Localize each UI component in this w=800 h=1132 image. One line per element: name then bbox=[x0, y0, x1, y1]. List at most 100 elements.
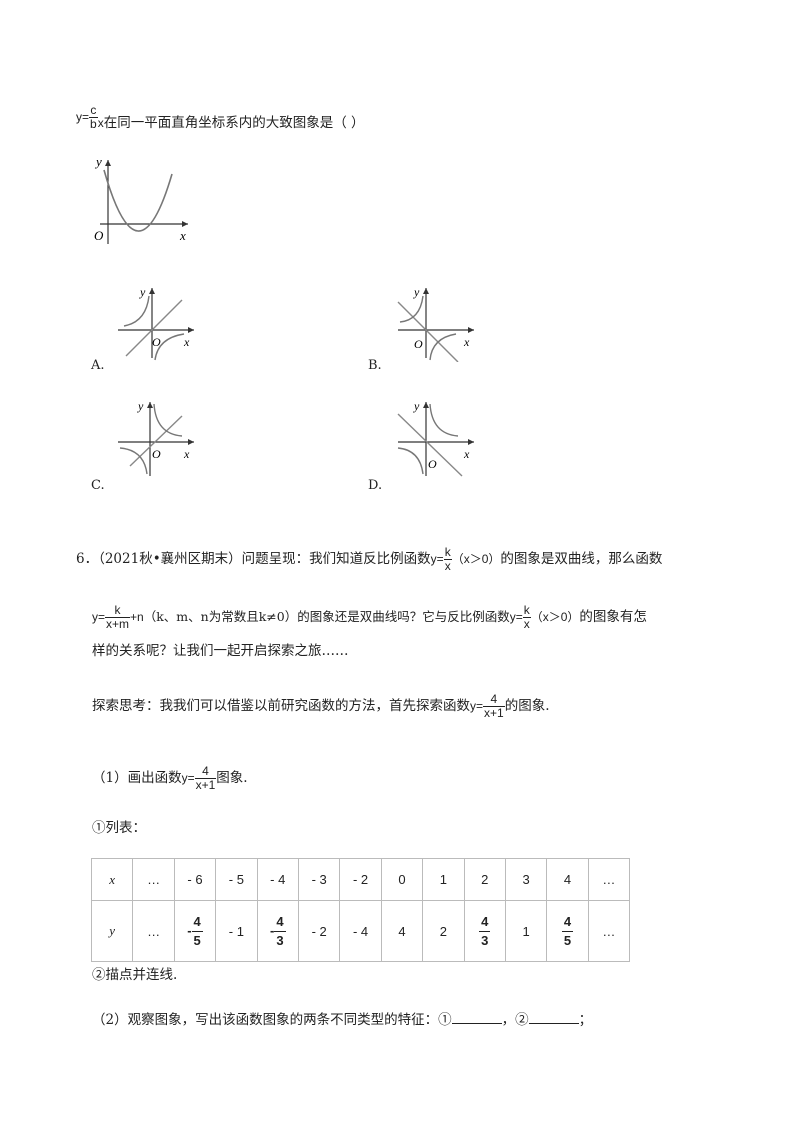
table-cell: - 6 bbox=[173, 858, 217, 901]
q6-f1-condition: （x＞0） bbox=[451, 552, 501, 566]
answer-blank-2[interactable] bbox=[528, 1011, 579, 1024]
q6-explore-end: 的图象. bbox=[504, 698, 550, 714]
minus-sign: - bbox=[269, 923, 275, 939]
table-cell: 4 bbox=[546, 858, 589, 901]
table-cell: - 5 bbox=[215, 858, 258, 901]
table-cell: - 4 bbox=[256, 858, 299, 901]
table-cell: 2 bbox=[463, 858, 506, 901]
b-axis-x-label: x bbox=[463, 335, 470, 349]
option-c-label[interactable]: C. bbox=[91, 478, 105, 493]
q6-f2-tail: +n bbox=[130, 610, 144, 624]
q5-origin-label: O bbox=[94, 228, 104, 243]
option-d-label[interactable]: D. bbox=[368, 478, 383, 493]
option-a-graph[interactable]: y x O bbox=[112, 282, 202, 362]
q6-part1-eq: y= bbox=[181, 771, 195, 785]
c-axis-x-label: x bbox=[183, 447, 190, 461]
q5-axis-x-label: x bbox=[179, 228, 186, 243]
table-cell: … bbox=[587, 900, 631, 962]
q6-f1-eq: y= bbox=[430, 552, 444, 566]
d-origin-label: O bbox=[428, 457, 437, 471]
table-cell: 2 bbox=[422, 900, 465, 962]
b-axis-y-label: y bbox=[413, 285, 420, 299]
a-axis-x-label: x bbox=[183, 335, 190, 349]
q6-part2: （2）观察图象，写出该函数图象的两条不同类型的特征：① ，② ； bbox=[92, 1010, 592, 1030]
q6-f2-eq: y= bbox=[92, 610, 106, 624]
q5-axis-y-label: y bbox=[94, 154, 102, 169]
c-origin-label: O bbox=[152, 447, 161, 461]
a-origin-label: O bbox=[152, 335, 161, 349]
table-cell: 3 bbox=[504, 858, 548, 901]
c-axis-y-label: y bbox=[137, 399, 144, 413]
table-cell: … bbox=[132, 858, 175, 901]
q6-explore-text: 探索思考：我我们可以借鉴以前研究函数的方法，首先探索函数 bbox=[92, 698, 470, 714]
option-b-label[interactable]: B. bbox=[368, 358, 382, 373]
table-cell: … bbox=[132, 900, 175, 962]
b-origin-label: O bbox=[414, 337, 423, 351]
table-cell: - 3 bbox=[297, 858, 341, 901]
q5-lead-var: x bbox=[97, 116, 104, 130]
q6-f3-condition: （x＞0） bbox=[530, 610, 580, 624]
value-table: x … - 6 - 5 - 4 - 3 - 2 0 1 2 3 4 … y …-… bbox=[90, 858, 631, 962]
minus-sign: - bbox=[187, 923, 192, 939]
table-cell-y-label: y bbox=[90, 900, 134, 962]
q6-part1-end: 图象. bbox=[216, 770, 248, 786]
q5-parabola-graph: y x O bbox=[94, 154, 188, 244]
table-cell: … bbox=[587, 858, 631, 901]
q6-step2: ②描点并连线. bbox=[92, 967, 178, 983]
option-c-graph[interactable]: y x O bbox=[112, 398, 202, 478]
a-axis-y-label: y bbox=[139, 285, 146, 299]
q6-part2-text: （2）观察图象，写出该函数图象的两条不同类型的特征：① bbox=[92, 1012, 452, 1028]
q6-part2-end: ； bbox=[578, 1012, 593, 1028]
q6-line1-end: 的图象是双曲线，那么函数 bbox=[500, 551, 663, 567]
q6-number: 6． bbox=[76, 551, 99, 567]
q6-part2-sep: ，② bbox=[501, 1012, 529, 1028]
q6-step1: ①列表： bbox=[92, 820, 146, 836]
answer-blank-1[interactable] bbox=[451, 1011, 502, 1024]
table-cell: - 1 bbox=[215, 900, 258, 962]
table-cell: 4 bbox=[380, 900, 424, 962]
d-axis-y-label: y bbox=[413, 399, 420, 413]
q6-line3: 样的关系呢？让我们一起开启探索之旅…… bbox=[92, 643, 349, 659]
option-a-label[interactable]: A. bbox=[91, 358, 105, 373]
option-d-graph[interactable]: y x O bbox=[392, 398, 482, 478]
table-row-x: x … - 6 - 5 - 4 - 3 - 2 0 1 2 3 4 … bbox=[90, 858, 631, 901]
d-axis-x-label: x bbox=[463, 447, 470, 461]
table-cell: 0 bbox=[380, 858, 424, 901]
table-cell-x-label: x bbox=[90, 858, 134, 901]
q6-f3-eq: y= bbox=[509, 610, 523, 624]
table-cell: - 2 bbox=[297, 900, 341, 962]
table-cell: 1 bbox=[504, 900, 548, 962]
q6-line2-mid: （k、m、n为常数且k≠0）的图象还是双曲线吗？它与反比例函数 bbox=[143, 609, 510, 624]
q6-source: （2021秋•襄州区期末）问题呈现：我们知道反比例函数 bbox=[98, 551, 431, 567]
q6-part1-pre: （1）画出函数 bbox=[92, 770, 182, 786]
option-b-graph[interactable]: y x O bbox=[392, 282, 482, 362]
table-cell: - 4 bbox=[339, 900, 382, 962]
q5-lead-eq: y= bbox=[76, 110, 90, 124]
table-cell: - 2 bbox=[339, 858, 382, 901]
q6-line2-end: 的图象有怎 bbox=[579, 609, 647, 625]
q6-g-eq: y= bbox=[470, 699, 484, 713]
